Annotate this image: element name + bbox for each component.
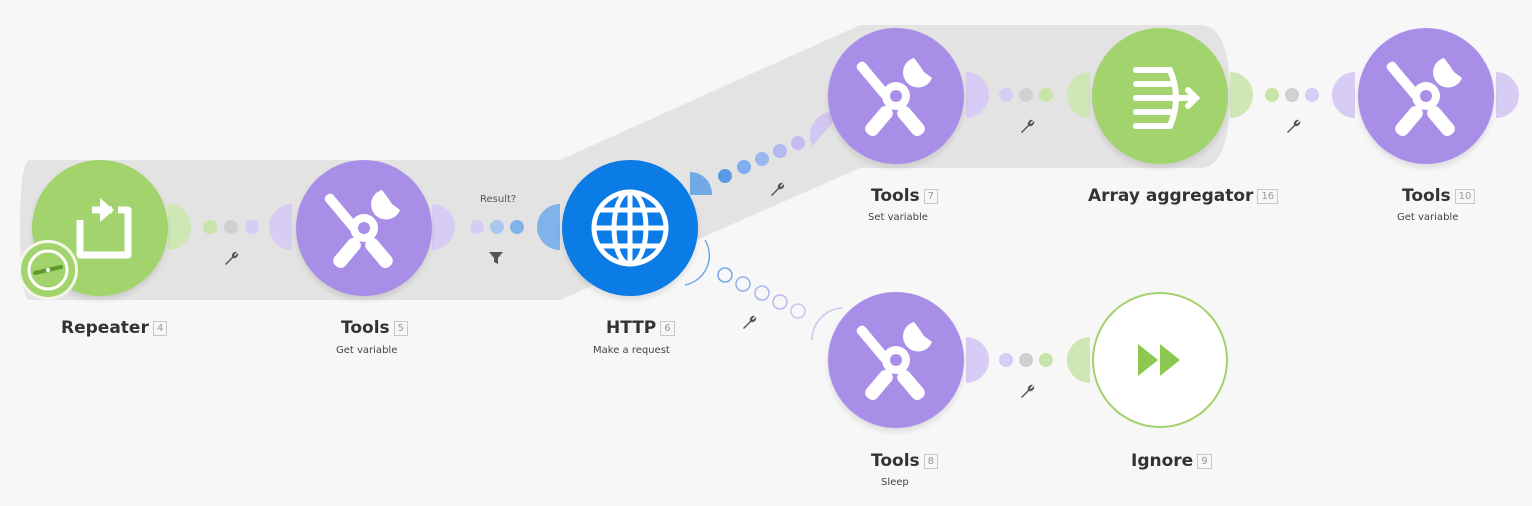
module-number: 5 <box>393 321 409 336</box>
connector-agg-tools10[interactable] <box>1230 72 1519 118</box>
connector-tools7-agg[interactable] <box>966 72 1090 118</box>
module-array-aggregator-16[interactable] <box>1092 28 1228 164</box>
filter-icon[interactable] <box>488 250 504 266</box>
wrench-icon[interactable] <box>222 249 240 267</box>
module-title: Tools <box>871 451 920 471</box>
module-number: 10 <box>1454 189 1476 204</box>
tools-icon <box>856 322 932 401</box>
module-number: 4 <box>152 321 168 336</box>
module-subtitle: Get variable <box>1397 212 1459 223</box>
tools-icon <box>856 58 932 137</box>
connector-tools5-http[interactable] <box>432 204 560 250</box>
module-subtitle: Sleep <box>881 477 909 488</box>
module-subtitle: Make a request <box>593 345 670 356</box>
module-title: Ignore <box>1131 451 1194 471</box>
module-tools-7[interactable] <box>828 28 964 164</box>
module-title: Tools <box>871 186 920 206</box>
module-tools-8[interactable] <box>828 292 964 428</box>
repeat-icon <box>76 198 132 259</box>
tools-icon <box>324 190 400 269</box>
module-tools-10[interactable] <box>1358 28 1494 164</box>
wrench-icon[interactable] <box>740 313 758 331</box>
module-tools-5[interactable] <box>296 160 432 296</box>
connector-tools8-ignore[interactable] <box>966 337 1090 383</box>
module-title: Array aggregator <box>1088 186 1254 206</box>
connector-http-tools8[interactable] <box>684 239 843 341</box>
aggregator-icon <box>1133 67 1201 129</box>
schedule-clock-icon[interactable] <box>18 240 78 300</box>
module-subtitle: Get variable <box>336 345 398 356</box>
module-ignore-9[interactable] <box>1092 292 1228 428</box>
module-title: Repeater <box>61 318 149 338</box>
wrench-icon[interactable] <box>1018 117 1036 135</box>
module-number: 9 <box>1197 454 1212 469</box>
fast-forward-icon <box>1138 344 1180 376</box>
connector-repeater-tools5[interactable] <box>168 204 292 250</box>
wrench-icon[interactable] <box>768 180 786 198</box>
filter-label[interactable]: Result? <box>480 194 517 205</box>
module-subtitle: Set variable <box>868 212 928 223</box>
globe-icon <box>591 189 669 267</box>
module-number: 7 <box>923 189 939 204</box>
module-number: 16 <box>1257 189 1279 204</box>
module-number: 8 <box>923 454 939 469</box>
module-title: HTTP <box>606 318 657 338</box>
module-title: Tools <box>1402 186 1451 206</box>
wrench-icon[interactable] <box>1284 117 1302 135</box>
module-http-6[interactable] <box>562 160 698 296</box>
wrench-icon[interactable] <box>1018 382 1036 400</box>
tools-icon <box>1386 58 1462 137</box>
module-title: Tools <box>341 318 390 338</box>
module-number: 6 <box>660 321 675 336</box>
